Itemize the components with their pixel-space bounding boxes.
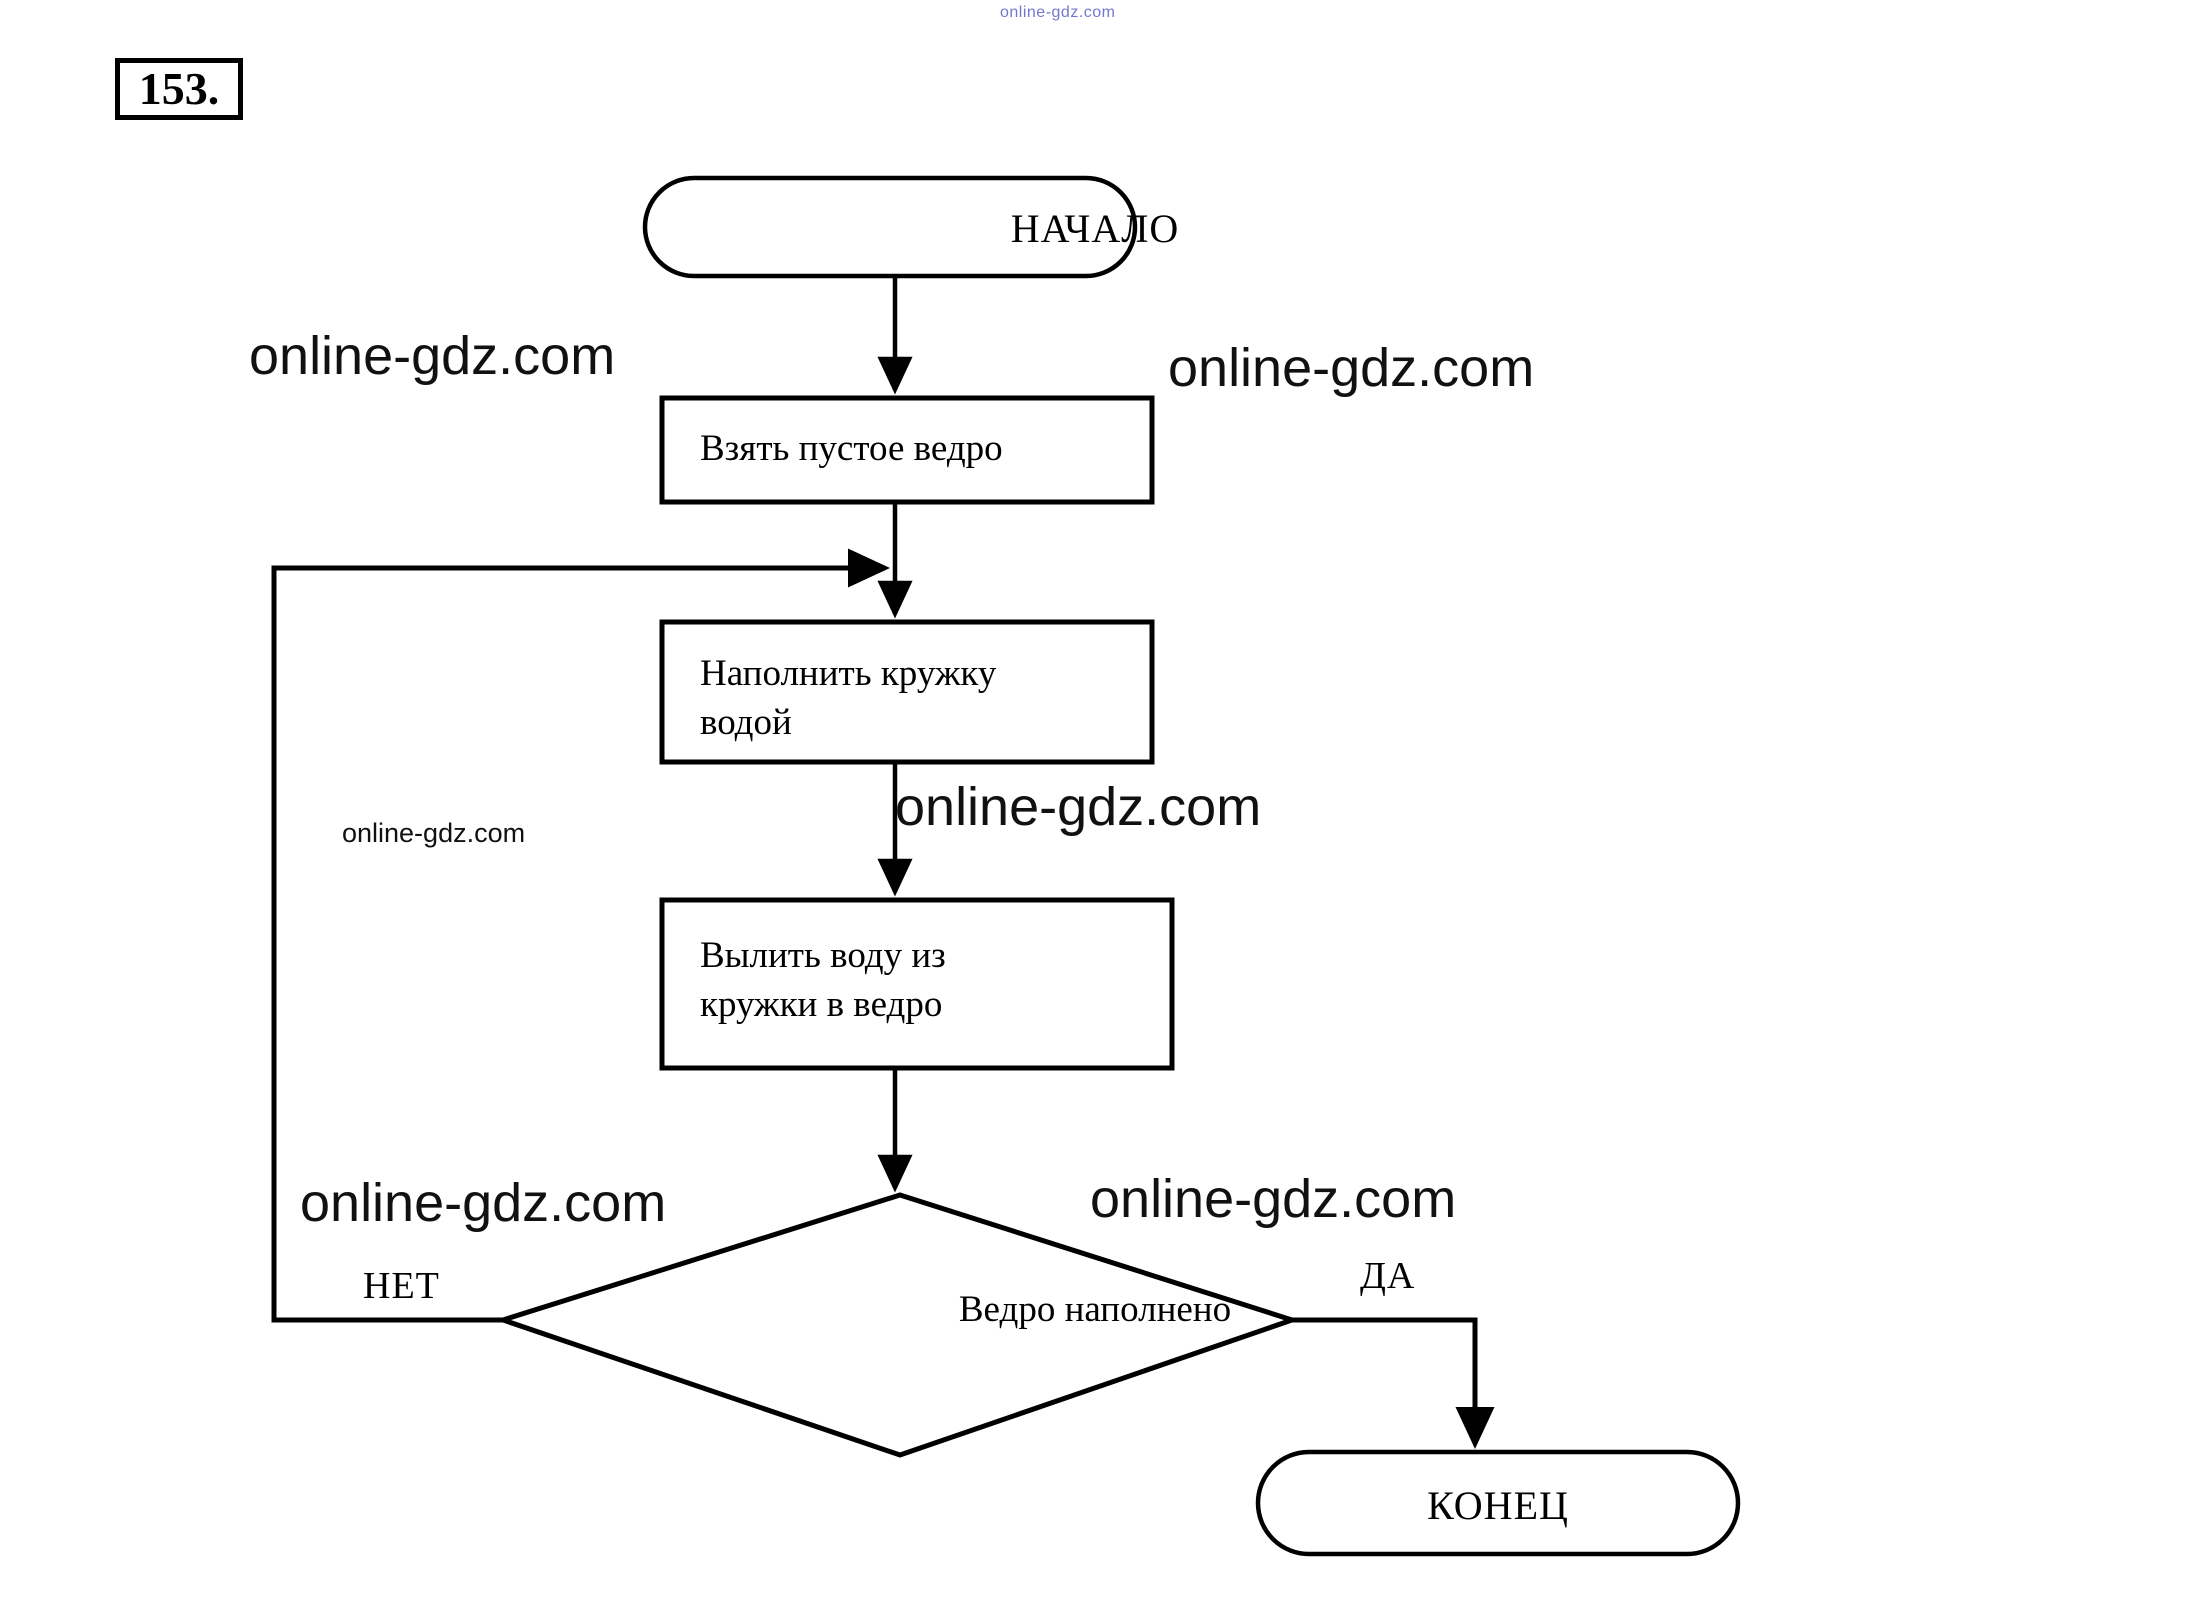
pour-water-node-label: Вылить воду из кружки в ведро — [700, 935, 946, 1025]
end-node-label: КОНЕЦ — [1427, 1483, 1569, 1528]
edge-decision-yes-to-end — [1292, 1317, 1495, 1449]
start-node-shape — [642, 175, 1138, 279]
take-bucket-node-label: Взять пустое ведро — [700, 428, 1003, 469]
bucket-full-decision-label: Ведро наполнено — [958, 1289, 1232, 1330]
end-node-shape — [1255, 1449, 1741, 1557]
watermark-middle-small: online-gdz.com — [342, 818, 526, 848]
watermark-tiny-top: online-gdz.com — [1000, 4, 1116, 21]
take-bucket-node-shape — [659, 395, 1155, 505]
branch-label-no: НЕТ — [363, 1265, 440, 1307]
watermark-left-upper: online-gdz.com — [249, 326, 616, 386]
watermark-right-upper: online-gdz.com — [1168, 338, 1535, 398]
bucket-full-decision-shape — [494, 1192, 1300, 1458]
fill-mug-node-shape — [659, 619, 1155, 765]
branch-label-yes: ДА — [1360, 1255, 1416, 1297]
watermark-left-lower: online-gdz.com — [300, 1173, 667, 1233]
exercise-number-badge: 153. — [115, 58, 243, 120]
fill-mug-node-label: Наполнить кружку водой — [700, 653, 997, 743]
start-node-label: НАЧАЛО — [1010, 206, 1180, 251]
watermark-middle-large: online-gdz.com — [895, 777, 1262, 837]
edge-decision-no-loopback — [271, 548, 890, 1323]
pour-water-node-shape — [659, 897, 1175, 1071]
watermark-right-lower: online-gdz.com — [1090, 1169, 1457, 1229]
exercise-number-label: 153. — [138, 63, 220, 114]
